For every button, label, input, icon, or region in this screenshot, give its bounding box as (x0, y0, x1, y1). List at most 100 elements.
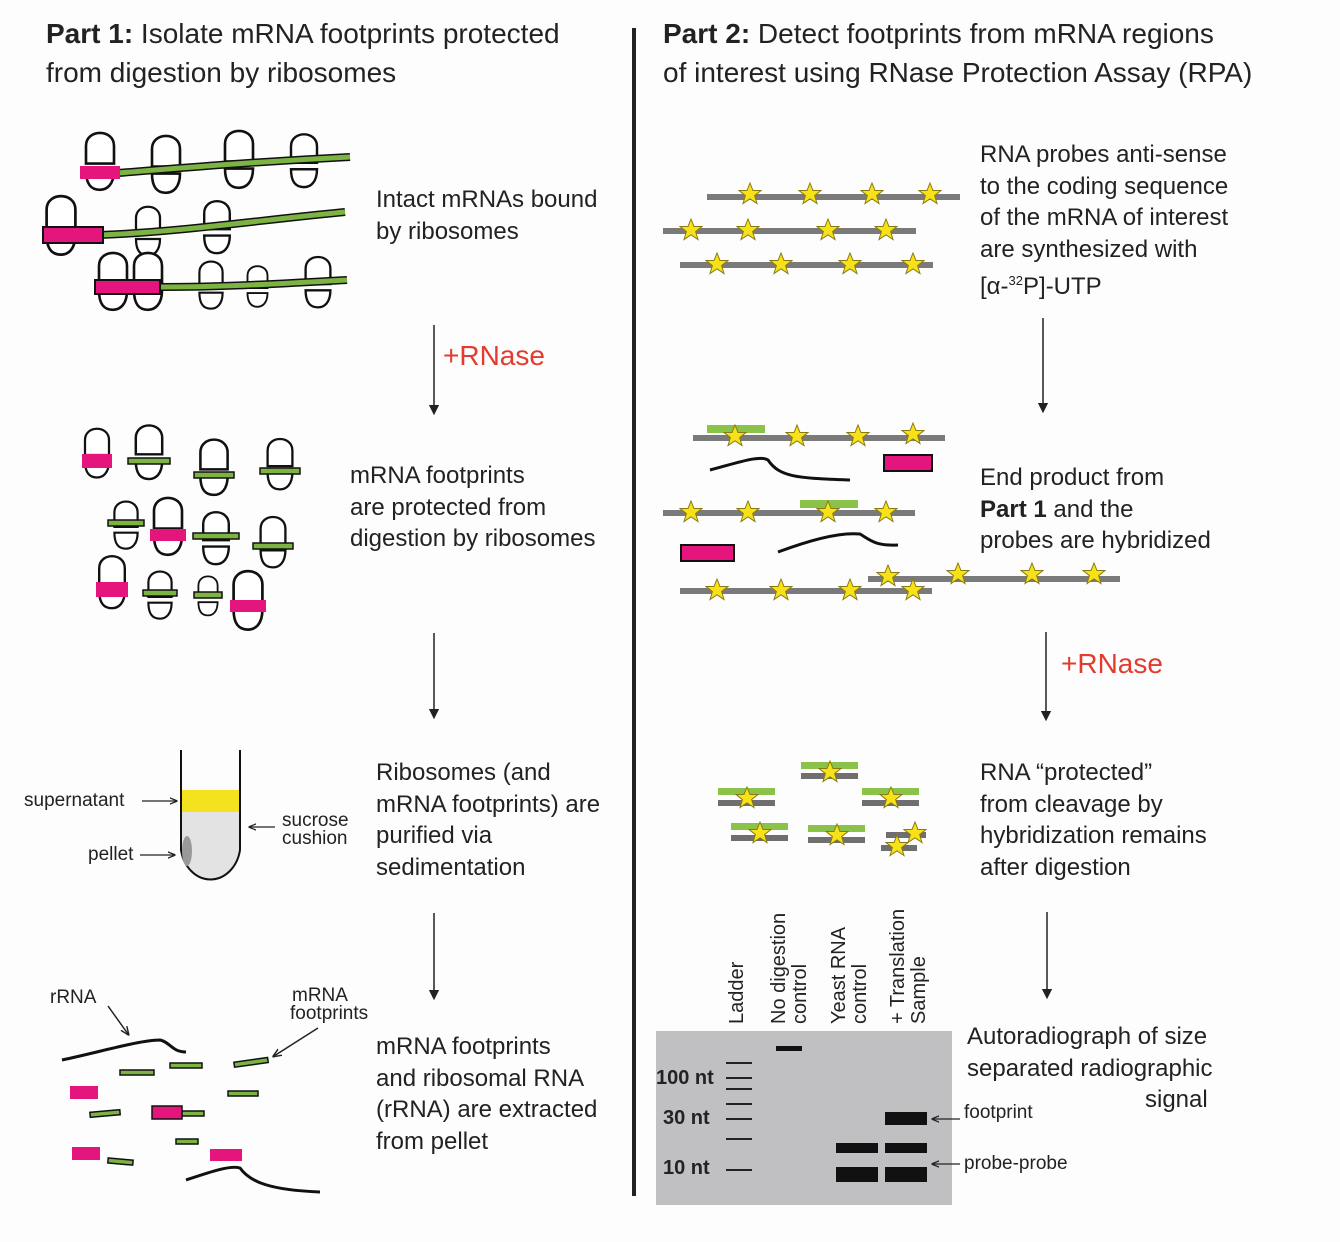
footprint-green (227, 1090, 259, 1097)
text-line: purified via (376, 822, 493, 849)
part1-step1-text: Intact mRNAs bound by ribosomes (376, 184, 597, 247)
probe (707, 194, 960, 200)
footprint-green (106, 1157, 134, 1166)
ribosome (84, 131, 116, 192)
footprint-magenta (80, 166, 120, 179)
footprint-green (175, 1138, 199, 1145)
marker-30nt: 30 nt (663, 1107, 710, 1129)
text-line: RNA probes anti-sense (980, 141, 1227, 168)
footprint-green (119, 1069, 155, 1076)
part2-heading-line2: of interest using RNase Protection Assay… (663, 57, 1253, 88)
superscript: 32 (1008, 273, 1024, 288)
footprint-band (885, 1112, 927, 1125)
probe-probe-label: probe-probe (964, 1153, 1068, 1174)
footprint-magenta (210, 1149, 242, 1161)
part1-step3-text: Ribosomes (and mRNA footprints) are puri… (376, 757, 600, 883)
text-fragment: and the (1046, 495, 1134, 523)
radiolabeled-probes (663, 182, 960, 274)
text-line: footprints (290, 1003, 369, 1024)
text-line: from cleavage by (980, 790, 1163, 818)
text-line: are synthesized with (980, 235, 1198, 263)
probe-band (836, 1143, 878, 1153)
probe-band (885, 1167, 927, 1182)
protected-footprints-illustration (82, 423, 301, 631)
sucrose-label: sucrose cushion (282, 810, 349, 849)
marker-100nt: 100 nt (656, 1067, 714, 1089)
part2-step3-text: RNA “protected” from cleavage by hybridi… (980, 757, 1207, 883)
text-line: cushion (282, 828, 348, 849)
part2-heading-bold: Part 2: (663, 18, 751, 49)
text-line: sedimentation (376, 853, 526, 881)
ribosome (83, 427, 111, 479)
ribosome (152, 496, 184, 557)
text-line: Autoradiograph of size (967, 1023, 1208, 1050)
ribosome (199, 438, 229, 497)
text-line: sucrose (282, 810, 349, 831)
part2-rnase-label: +RNase (1061, 648, 1163, 679)
part1-rnase-label: +RNase (443, 340, 545, 371)
text-line: hybridization remains (980, 822, 1207, 849)
text-line: of the mRNA of interest (980, 204, 1229, 231)
text-line: probes are hybridized (980, 527, 1211, 554)
ribosome (45, 194, 77, 256)
ribosome (266, 437, 294, 491)
probe-band (836, 1167, 878, 1182)
text-line: mRNA footprints (350, 462, 525, 489)
footprint-magenta (151, 1105, 183, 1120)
text-line: Intact mRNAs bound (376, 186, 598, 213)
extracted-rna-illustration (61, 1005, 321, 1194)
probe (663, 228, 916, 234)
text-line: to the coding sequence (980, 172, 1229, 200)
ribosome (150, 134, 182, 195)
part2-step4-text: Autoradiograph of size separated radiogr… (967, 1021, 1213, 1116)
ribosome (134, 423, 164, 481)
hybridized-illustration (663, 422, 1120, 600)
footprint-green (169, 1062, 203, 1069)
part1-heading: Part 1: Isolate mRNA footprints protecte… (46, 14, 626, 92)
panel-divider (632, 28, 636, 1196)
text-line: separated radiographic (967, 1054, 1213, 1082)
supernatant-label: supernatant (24, 790, 125, 811)
text-line: from pellet (376, 1127, 489, 1155)
rrna-label: rRNA (50, 987, 97, 1008)
mrna-ribosomes-illustration (42, 129, 351, 312)
part2-heading-line1: Detect footprints from mRNA regions (750, 18, 1214, 49)
text-line: are protected from (350, 493, 547, 521)
text-line: mRNA (292, 985, 348, 1006)
footprint-green (233, 1056, 270, 1069)
text-line: and ribosomal RNA (376, 1064, 585, 1092)
text-fragment: P]-UTP (1023, 273, 1102, 300)
probe (680, 262, 933, 268)
text-fragment: [α- (980, 273, 1009, 300)
footprint-magenta (94, 279, 161, 295)
rrna-strand (61, 1038, 187, 1062)
mrna-footprints-label: mRNA footprints (290, 985, 369, 1024)
text-line: by ribosomes (376, 217, 519, 245)
part1-heading-bold: Part 1: (46, 18, 134, 49)
part1-heading-line2: from digestion by ribosomes (46, 57, 397, 88)
footprint-magenta (70, 1086, 98, 1099)
footprint-magenta (42, 226, 104, 244)
pellet-label: pellet (88, 844, 134, 865)
text-line: digestion by ribosomes (350, 525, 596, 552)
text-line: (rRNA) are extracted (376, 1096, 598, 1123)
footprint-green (89, 1108, 122, 1119)
text-line: mRNA footprints (376, 1033, 551, 1060)
protected-duplexes (718, 760, 927, 856)
centrifuge-tube (140, 750, 275, 881)
part2-step1-text: RNA probes anti-sense to the coding sequ… (980, 139, 1228, 303)
text-line: after digestion (980, 853, 1131, 881)
part1-step2-text: mRNA footprints are protected from diges… (350, 460, 595, 555)
text-bold: Part 1 (980, 495, 1047, 523)
pellet (182, 836, 192, 866)
no-digestion-band (776, 1046, 802, 1051)
footprint-label: footprint (964, 1102, 1033, 1123)
part2-heading: Part 2: Detect footprints from mRNA regi… (663, 14, 1333, 92)
part1-step4-text: mRNA footprints and ribosomal RNA (rRNA)… (376, 1031, 597, 1157)
text-line: signal (1145, 1086, 1208, 1113)
text-line: Ribosomes (and (376, 759, 551, 786)
text-line: Part 1 and the (980, 494, 1211, 526)
marker-10nt: 10 nt (663, 1157, 710, 1179)
text-line: [α-32P]-UTP (980, 265, 1228, 303)
